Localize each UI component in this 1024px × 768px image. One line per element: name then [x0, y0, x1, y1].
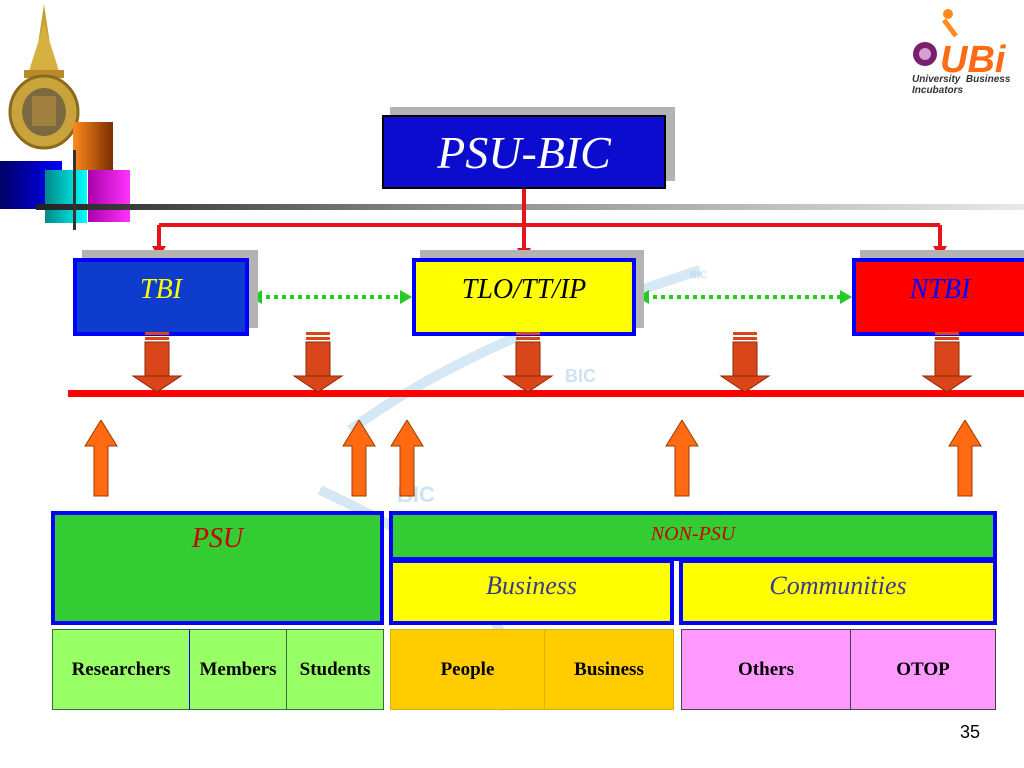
cell-members: Members [189, 629, 287, 710]
ubi-logo: UBi University Business Incubators [908, 8, 1018, 98]
cell-researchers: Researchers [52, 629, 190, 710]
university-emblem [6, 4, 82, 154]
down-arrows [132, 331, 972, 393]
watermark-label-1: BIC [690, 270, 707, 281]
ubi-caption-line2: Incubators [912, 85, 964, 96]
non-psu-header-box: NON-PSU [389, 511, 997, 561]
up-arrow-5 [948, 420, 982, 497]
emblem-pole [73, 150, 76, 230]
tlo-label: TLO/TT/IP [461, 274, 587, 305]
cell-students: Students [286, 629, 384, 710]
down-arrow-2 [293, 331, 343, 393]
ubi-caption-line1: University Business [912, 74, 1011, 85]
tbi-label: TBI [140, 274, 182, 305]
psu-group-label: PSU [191, 523, 244, 554]
up-arrow-1 [84, 420, 118, 497]
business-group-box: Business [389, 559, 674, 625]
deco-square-teal [45, 170, 87, 223]
page-number: 35 [960, 722, 981, 742]
cell-others: Others [681, 629, 851, 710]
up-arrow-3 [390, 420, 424, 497]
header-divider [36, 204, 1024, 210]
ntbi-label: NTBI [909, 274, 971, 305]
ntbi-box: NTBI [852, 258, 1024, 336]
up-arrows [84, 420, 982, 497]
tlo-box: TLO/TT/IP [412, 258, 636, 336]
tbi-box: TBI [73, 258, 249, 336]
business-group-label: Business [486, 571, 577, 600]
psu-bic-box: PSU-BIC [382, 115, 666, 189]
up-arrow-4 [665, 420, 699, 497]
ubi-logo-text: UBi [940, 39, 1007, 78]
cell-otop: OTOP [850, 629, 996, 710]
hierarchy-connectors [68, 189, 1024, 397]
watermark-label-2: BIC [565, 366, 596, 386]
communities-group-label: Communities [769, 571, 907, 600]
down-arrow-4 [720, 331, 770, 393]
communities-group-box: Communities [679, 559, 997, 625]
down-arrow-1 [132, 331, 182, 393]
non-psu-label: NON-PSU [650, 523, 736, 545]
up-arrow-2 [342, 420, 376, 497]
deco-square-magenta [88, 170, 130, 222]
cell-business: Business [544, 629, 674, 710]
deco-square-orange [73, 122, 113, 170]
down-arrow-5 [922, 331, 972, 393]
down-arrow-3 [503, 331, 553, 393]
psu-bic-label: PSU-BIC [437, 126, 611, 178]
cell-people: People [390, 629, 545, 710]
psu-group-box: PSU [51, 511, 384, 625]
